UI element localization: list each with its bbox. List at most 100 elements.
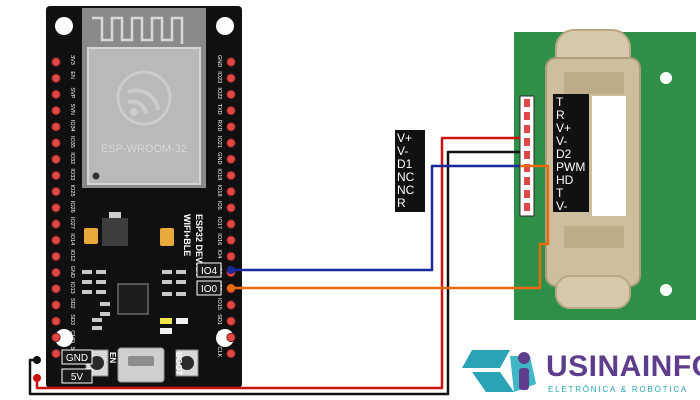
header-pin — [226, 138, 236, 148]
header-pin — [51, 332, 61, 343]
pin-5v[interactable]: 5V — [61, 368, 93, 384]
header-pin — [51, 186, 61, 197]
connector-label-line: NC — [397, 170, 415, 184]
esp32-board: ESP-WROOM-32 ESP32 DEVKIT WIFI+BLE — [46, 6, 242, 388]
sensor-pin-pad — [524, 190, 530, 198]
pin-io4-label: IO4 — [201, 266, 218, 277]
header-pin-label: IO5 — [216, 201, 222, 210]
sensor-pin-label: V+ — [556, 121, 571, 135]
sensor-pin-pad — [524, 112, 530, 120]
header-pin — [226, 105, 236, 116]
header-pin — [226, 348, 236, 359]
header-pin — [226, 235, 236, 245]
header-pin-label: GND — [69, 266, 75, 278]
header-pin — [51, 138, 61, 148]
sensor-pin-pad — [524, 138, 530, 146]
sensor-mount-hole — [660, 284, 672, 296]
header-pin — [226, 122, 236, 132]
io0-contact — [227, 284, 235, 292]
logo-mark-icon — [462, 350, 510, 368]
wire-orange-io0 — [231, 164, 550, 290]
header-pin — [226, 332, 236, 343]
sensor-pin-label: PWM — [556, 160, 585, 174]
header-pin — [51, 300, 61, 310]
sensor-pin-pad — [524, 177, 530, 185]
header-pin-label: IO33 — [69, 168, 75, 180]
header-pin — [51, 348, 61, 359]
board-label: ESP32 DEVKIT — [194, 214, 204, 278]
pin-io4[interactable]: IO4 — [196, 262, 222, 278]
boot-button[interactable] — [175, 349, 199, 377]
boot-button-label: BOOT — [174, 352, 183, 375]
header-pin-label: IO21 — [216, 136, 222, 148]
pin-5v-label: 5V — [71, 372, 84, 383]
header-pin-label: TXD — [216, 104, 222, 115]
sensor-pin-pad — [524, 164, 530, 172]
header-pin — [51, 284, 61, 294]
sensor-pin-label: HD — [556, 173, 574, 187]
sensor-pin-pad — [524, 99, 530, 107]
capacitor — [160, 228, 174, 246]
header-pin-label: IO16 — [216, 233, 222, 245]
wires — [28, 136, 550, 396]
header-pin-label: GND — [216, 55, 222, 67]
header-pin-label: 3V3 — [69, 55, 75, 65]
header-pin — [226, 300, 236, 310]
header-pin-label: CLK — [216, 347, 222, 358]
sensor-pin-label: T — [556, 95, 564, 109]
pin-gnd-label: GND — [66, 353, 88, 364]
header-pin — [226, 57, 236, 67]
usb-opening — [128, 356, 154, 366]
header-pin — [51, 170, 61, 181]
header-pin — [51, 89, 61, 100]
connector-label-box — [395, 130, 425, 212]
smd-resistor — [176, 318, 188, 324]
header-pin — [51, 235, 61, 245]
header-pin-label: IO23 — [216, 71, 222, 83]
sensor-white-window — [592, 96, 626, 216]
header-pin — [226, 170, 236, 181]
logo-mark-icon — [472, 372, 514, 392]
module-label: ESP-WROOM-32 — [101, 143, 187, 155]
io4-contact — [227, 266, 235, 274]
header-pin — [51, 219, 61, 229]
module-shield — [87, 47, 201, 185]
header-pin-label: SD2 — [69, 298, 75, 309]
logo-brand: USINAINFO — [546, 350, 700, 383]
status-led — [160, 318, 172, 324]
header-pin-label: IO13 — [69, 282, 75, 294]
pin-io0[interactable]: IO0 — [196, 280, 222, 296]
sensor-pin-label: T — [556, 186, 564, 200]
sensor-pin-label: R — [556, 108, 565, 122]
header-pin — [226, 219, 236, 229]
mount-hole — [216, 17, 234, 35]
header-pin — [226, 186, 236, 197]
sensor-pin-label: V- — [556, 134, 567, 148]
header-pin-label: IO26 — [69, 201, 75, 213]
sensor-pin-pad — [524, 151, 530, 159]
smd-components — [82, 270, 186, 330]
header-pin — [51, 154, 61, 164]
header-pin-label: IO14 — [69, 233, 75, 245]
header-pin — [226, 251, 236, 262]
header-pin-label: IO18 — [216, 185, 222, 197]
connector-label-line: D1 — [397, 157, 413, 171]
wire-blue-io4 — [231, 164, 520, 272]
capacitor — [84, 228, 98, 244]
header-pin — [51, 57, 61, 67]
header-pin-label: SD3 — [69, 314, 75, 325]
wifi-label: WIFI+BLE — [182, 214, 192, 256]
header-pin-label: IO12 — [69, 249, 75, 261]
connector-label-line: R — [397, 196, 406, 210]
header-pin-label: IO25 — [69, 185, 75, 197]
left-pin-header: 3V3ENSVPSVNIO34IO35IO32IO33IO25IO26IO27I… — [51, 55, 75, 359]
header-pin-label: IO19 — [216, 168, 222, 180]
pin1-marker — [92, 172, 100, 180]
header-pin — [51, 267, 61, 278]
sensor-pin-pad — [524, 125, 530, 133]
pin-gnd[interactable]: GND — [61, 349, 93, 365]
